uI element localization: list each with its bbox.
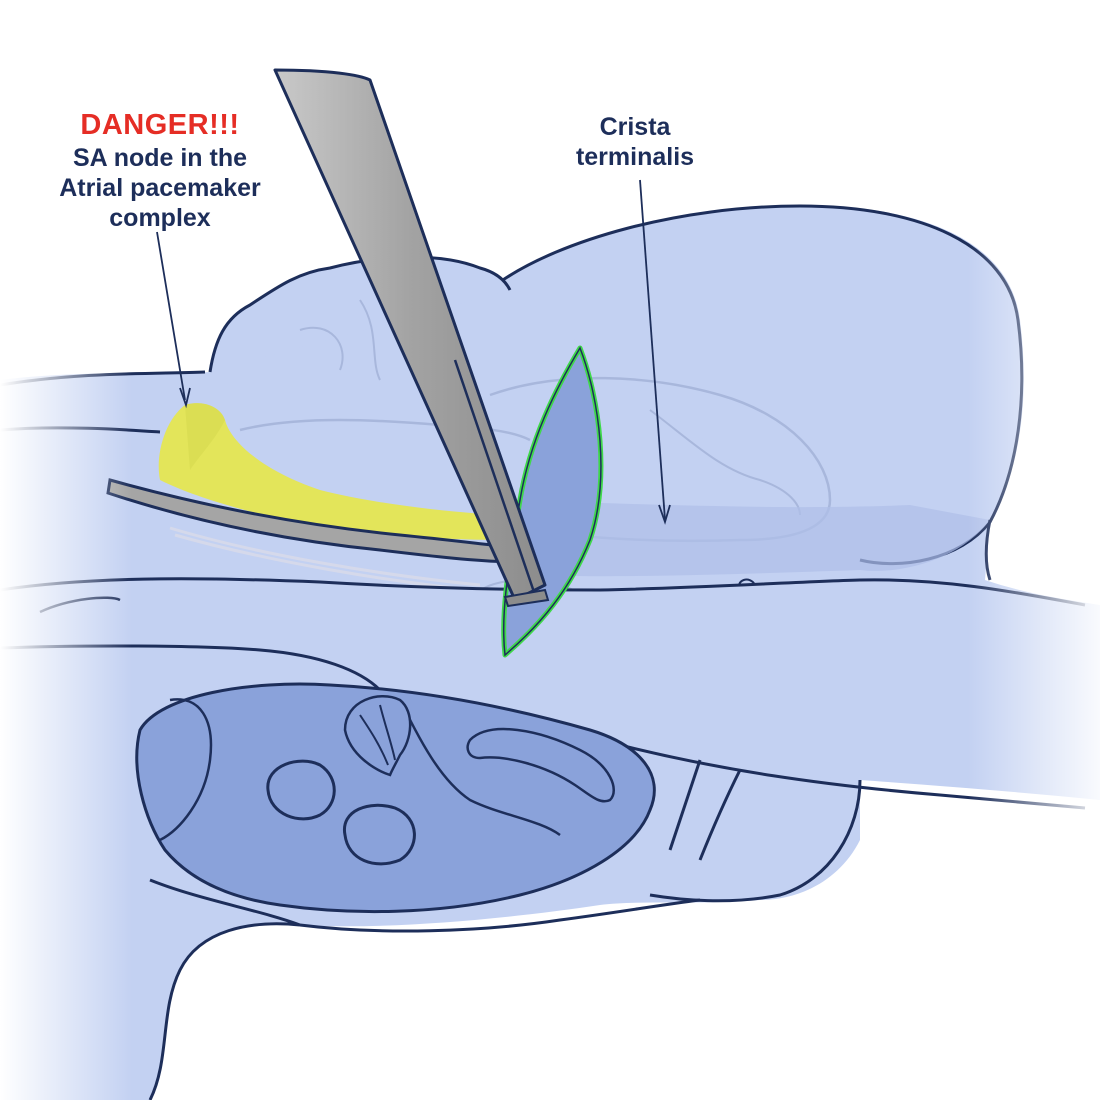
sa-node-label-line1: SA node in the — [72, 143, 248, 172]
danger-warning: DANGER!!! — [80, 109, 240, 141]
crista-label-line1: Crista — [599, 113, 671, 141]
sa-node-label: DANGER!!! SA node in the Atrial pacemake… — [40, 108, 280, 233]
coronary-ostium-1 — [266, 759, 336, 821]
crista-terminalis-label: Crista terminalis — [520, 112, 750, 172]
crista-label-line2: terminalis — [575, 143, 695, 171]
sa-node-label-line2: Atrial pacemaker — [59, 173, 261, 202]
coronary-ostium-2 — [343, 803, 416, 866]
sa-node-label-line3: complex — [109, 203, 211, 232]
